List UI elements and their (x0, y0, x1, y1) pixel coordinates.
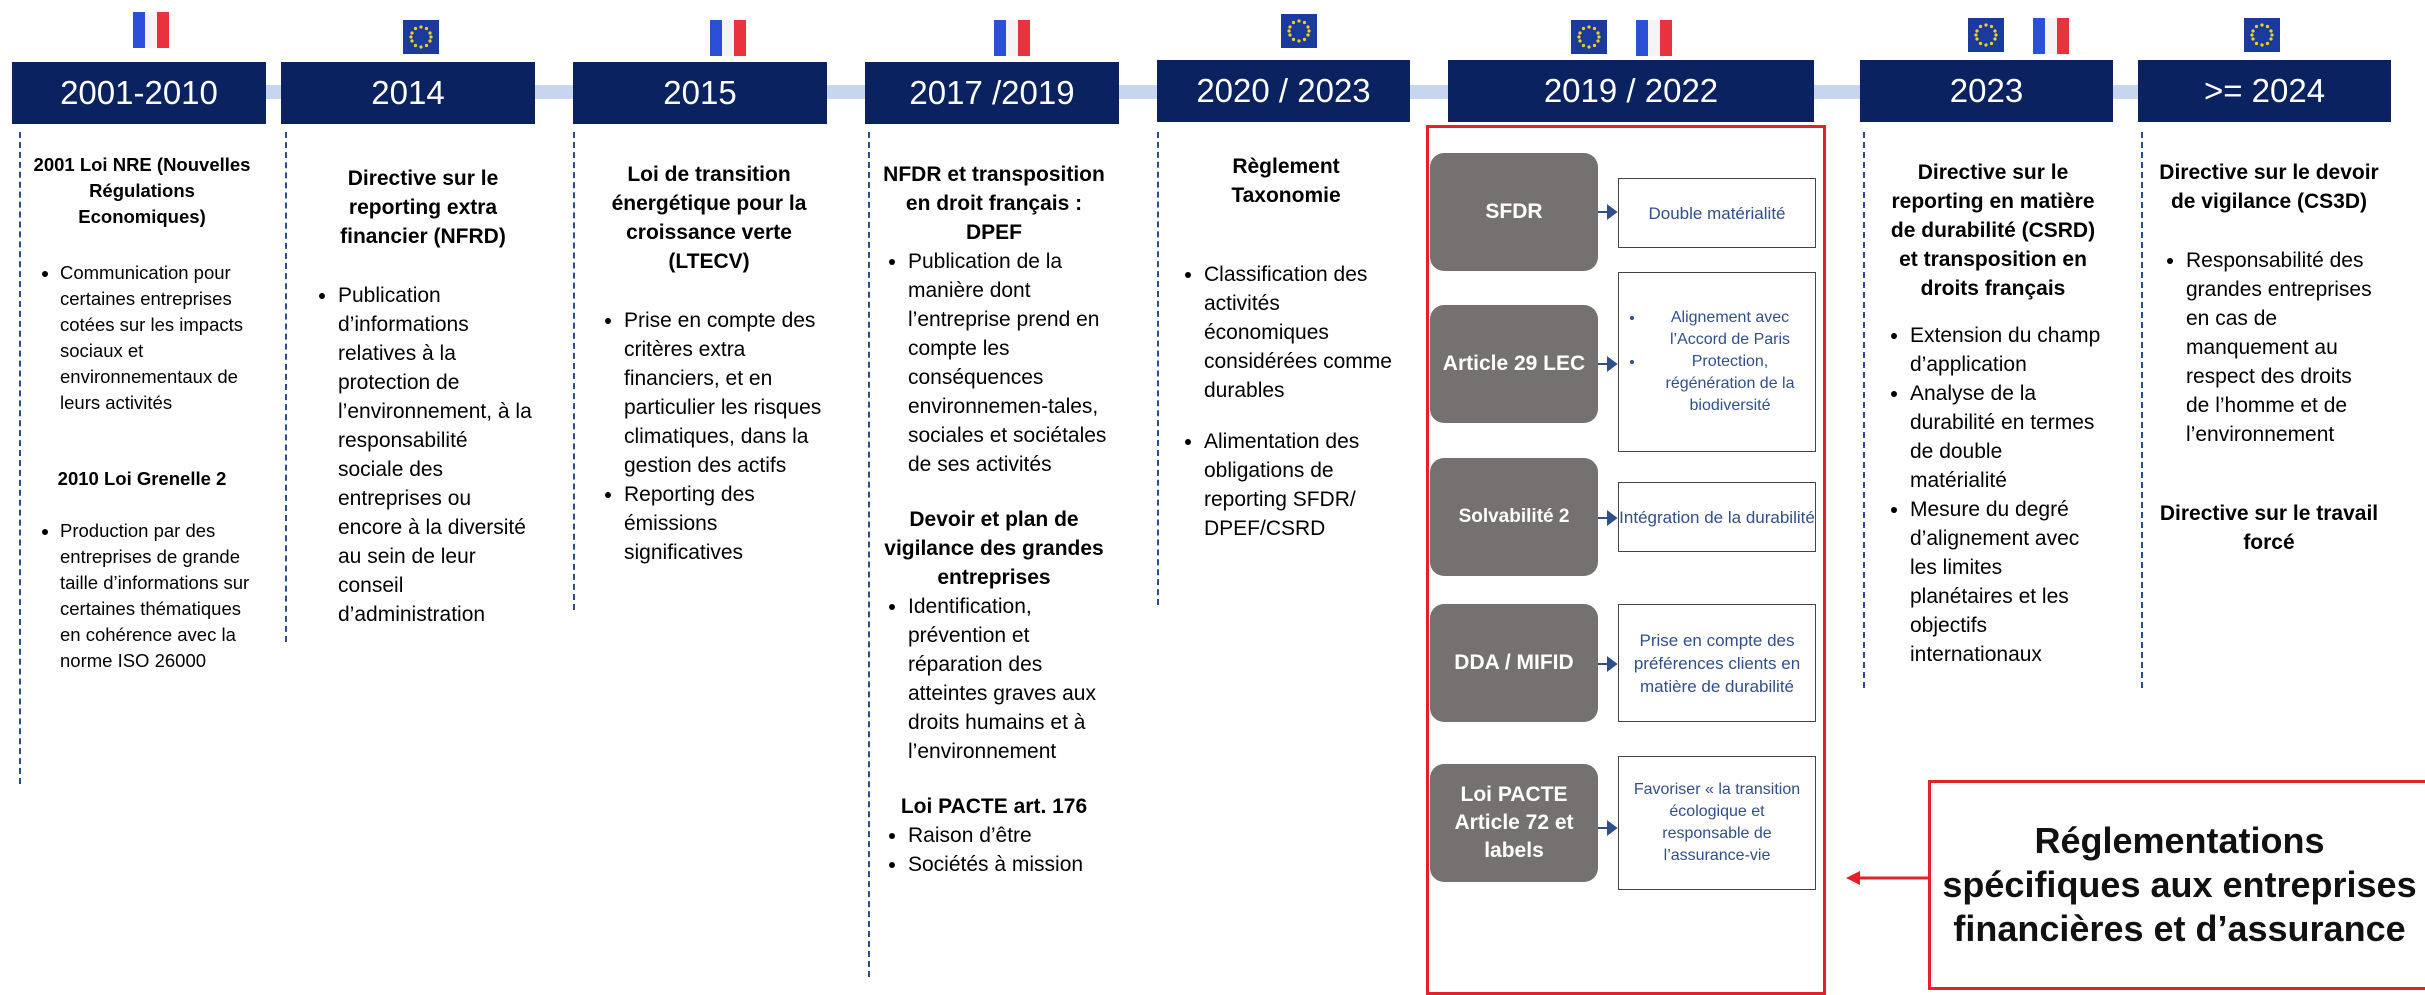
col2-title: Directive sur le reporting extra financi… (340, 167, 506, 248)
sfdr-box: SFDR (1430, 153, 1598, 271)
col4-title-pacte: Loi PACTE art. 176 (900, 795, 1088, 818)
col8-title-cs3d: Directive sur le devoir de vigilance (CS… (2159, 161, 2379, 213)
year-box-2024: >= 2024 (2138, 60, 2391, 122)
loi-pacte-72-desc: Favoriser « la transition écologique et … (1618, 756, 1816, 890)
eu-flag-icon (2244, 18, 2280, 52)
france-flag-icon (133, 12, 169, 48)
callout-financial-regulations: Réglementations spécifiques aux entrepri… (1928, 780, 2425, 990)
col1-bullet: Production par des entreprises de grande… (60, 518, 252, 674)
arrow-left-icon (1846, 871, 1930, 885)
france-flag-icon (994, 20, 1030, 56)
col2-bullet: Publication d’informations relatives à l… (338, 281, 536, 629)
dda-mifid-box: DDA / MIFID (1430, 604, 1598, 722)
column-2014: Directive sur le reporting extra financi… (310, 164, 536, 629)
dashed-line (285, 132, 287, 642)
eu-flag-icon (1571, 20, 1607, 54)
eu-flag-icon (403, 20, 439, 54)
solvabilite-2-desc: Intégration de la durabilité (1618, 482, 1816, 552)
eu-flag-icon (1281, 14, 1317, 48)
col5-bullet: Classification des activités économiques… (1204, 260, 1396, 405)
dashed-line (19, 132, 21, 784)
article-29-bullet: Alignement avec l’Accord de Paris (1645, 307, 1815, 351)
col4-bullet: Publication de la manière dont l’entrepr… (908, 247, 1108, 479)
column-2001-2010: 2001 Loi NRE (Nouvelles Régulations Econ… (32, 152, 252, 674)
year-box-2014: 2014 (281, 62, 535, 124)
col8-title-travail-force: Directive sur le travail forcé (2159, 502, 2379, 554)
col4-bullet: Raison d’être (908, 821, 1108, 850)
solvabilite-2-box: Solvabilité 2 (1430, 458, 1598, 576)
year-box-2020-2023: 2020 / 2023 (1157, 60, 1410, 122)
col3-bullet: Prise en compte des critères extra finan… (624, 306, 822, 480)
year-box-2001-2010: 2001-2010 (12, 62, 266, 124)
col5-title: Règlement Taxonomie (1231, 155, 1341, 207)
col7-title: Directive sur le reporting en matière de… (1890, 161, 2096, 300)
dashed-line (868, 132, 870, 977)
dda-mifid-desc: Prise en compte des préférences clients … (1618, 604, 1816, 722)
year-box-2023: 2023 (1860, 60, 2113, 122)
col7-bullet: Analyse de la durabilité en termes de do… (1910, 379, 2104, 495)
article-29-lec-box: Article 29 LEC (1430, 305, 1598, 423)
year-box-2017-2019: 2017 /2019 (865, 62, 1119, 124)
article-29-desc: Alignement avec l’Accord de Paris Protec… (1618, 272, 1816, 452)
dashed-line (1863, 132, 1865, 688)
column-2020-2023: Règlement Taxonomie Classification des a… (1176, 152, 1396, 543)
arrow-right-icon (1598, 656, 1618, 672)
column-2023: Directive sur le reporting en matière de… (1882, 158, 2104, 669)
dashed-line (1157, 132, 1159, 605)
column-2015: Loi de transition énergétique pour la cr… (596, 160, 822, 567)
col7-bullet: Mesure du degré d’alignement avec les li… (1910, 495, 2104, 669)
col1-title-nre: 2001 Loi NRE (Nouvelles Régulations Econ… (33, 154, 251, 227)
col5-bullet: Alimentation des obligations de reportin… (1204, 427, 1396, 543)
col1-title-grenelle: 2010 Loi Grenelle 2 (57, 468, 227, 489)
year-box-2015: 2015 (573, 62, 827, 124)
col7-bullet: Extension du champ d’application (1910, 321, 2104, 379)
arrow-right-icon (1598, 820, 1618, 836)
dashed-line (2141, 132, 2143, 688)
col1-bullet: Communication pour certaines entreprises… (60, 260, 252, 416)
sfdr-desc: Double matérialité (1618, 178, 1816, 248)
col3-title: Loi de transition énergétique pour la cr… (611, 163, 807, 273)
dashed-line (573, 132, 575, 610)
eu-flag-icon (1968, 18, 2004, 52)
column-2017-2019: NFDR et transposition en droit français … (880, 160, 1108, 879)
col4-bullet: Identification, prévention et réparation… (908, 592, 1108, 766)
year-box-2019-2022: 2019 / 2022 (1448, 60, 1814, 122)
arrow-right-icon (1598, 204, 1618, 220)
france-flag-icon (1636, 20, 1672, 56)
col8-bullet: Responsabilité des grandes entreprises e… (2186, 246, 2380, 449)
arrow-right-icon (1598, 356, 1618, 372)
arrow-right-icon (1598, 510, 1618, 526)
col4-title-nfdr: NFDR et transposition en droit français … (883, 163, 1105, 244)
france-flag-icon (710, 20, 746, 56)
col3-bullet: Reporting des émissions significatives (624, 480, 822, 567)
loi-pacte-72-box: Loi PACTE Article 72 et labels (1430, 764, 1598, 882)
col4-bullet: Sociétés à mission (908, 850, 1108, 879)
column-2024: Directive sur le devoir de vigilance (CS… (2158, 158, 2380, 557)
france-flag-icon (2033, 18, 2069, 54)
article-29-bullet: Protection, régénération de la biodivers… (1645, 351, 1815, 417)
col4-title-vigilance: Devoir et plan de vigilance des grandes … (884, 508, 1104, 589)
